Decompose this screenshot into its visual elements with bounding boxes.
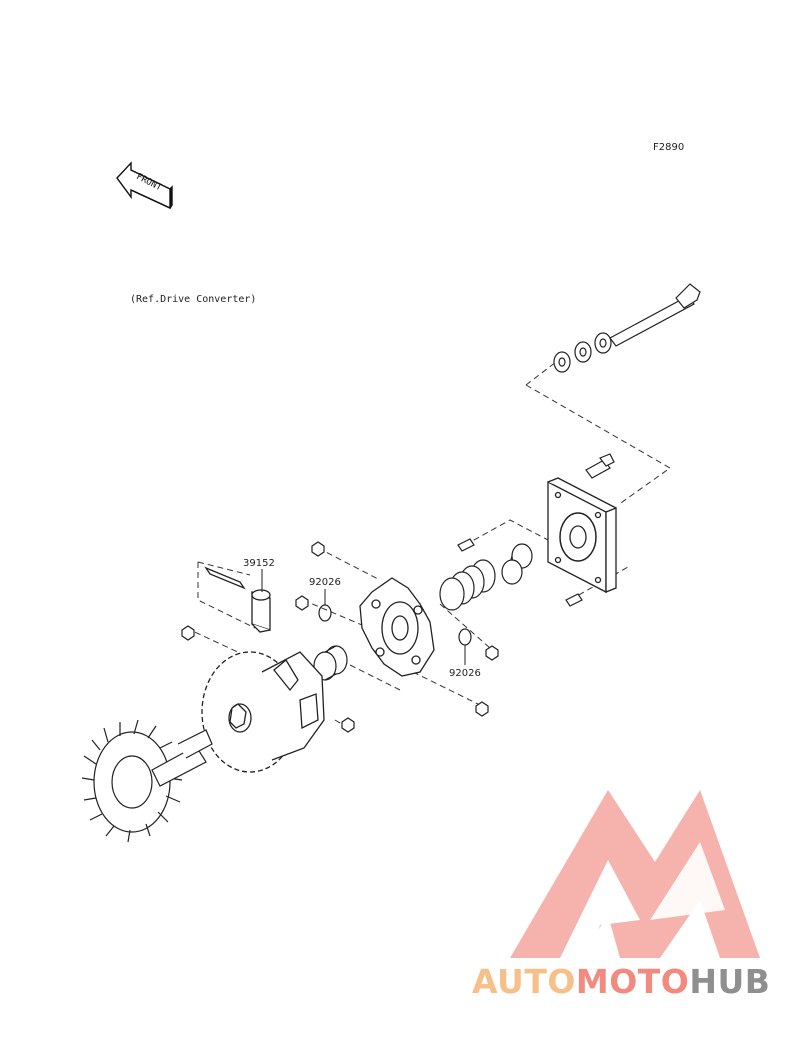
spider-hub xyxy=(359,577,435,677)
spring-coil xyxy=(439,559,496,611)
washer-stack xyxy=(553,332,612,373)
watermark-brand: AUTOMOTOHUB xyxy=(472,962,770,1001)
roller-weight-39152 xyxy=(204,566,271,633)
watermark-logo-icon xyxy=(510,790,760,958)
part-label-39152: 39152 xyxy=(243,558,275,569)
part-label-92026-lower: 92026 xyxy=(449,668,481,679)
part-label-92026-upper: 92026 xyxy=(309,577,341,588)
bushing xyxy=(313,645,348,681)
brand-moto: MOTO xyxy=(575,962,690,1001)
flange-nuts xyxy=(181,541,499,733)
reference-note: (Ref.Drive Converter) xyxy=(130,294,256,305)
brand-hub: HUB xyxy=(689,962,771,1001)
long-bolt xyxy=(609,283,701,347)
housing-plate xyxy=(547,477,617,594)
o-ring-upper xyxy=(318,604,332,622)
movable-sheave xyxy=(201,651,325,773)
front-arrow-icon: FRONT xyxy=(116,161,173,210)
figure-code: F2890 xyxy=(653,142,684,153)
short-bolt xyxy=(585,453,615,479)
brand-auto: AUTO xyxy=(472,962,576,1001)
o-ring-lower xyxy=(458,628,472,646)
spacer-sleeve xyxy=(501,543,533,585)
dowel-pins xyxy=(457,538,583,607)
fixed-sheave-fan xyxy=(81,719,213,843)
